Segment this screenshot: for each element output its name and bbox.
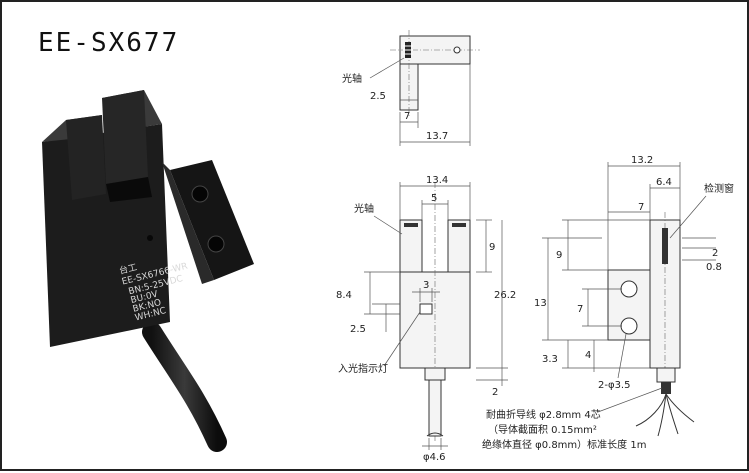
front-dim: 2 (492, 387, 498, 398)
front-fork-right (447, 219, 471, 273)
detection-window (662, 228, 668, 264)
front-dim: 13.4 (426, 175, 448, 186)
front-dim: 3 (423, 280, 429, 291)
front-dim: 5 (431, 193, 437, 204)
sensor-fork-right (102, 90, 148, 184)
cable-note-line3: 绝缘体直径 φ0.8mm）标准长度 1m (482, 438, 646, 451)
side-dim: 2 (712, 248, 718, 259)
top-dim: 7 (404, 111, 410, 122)
detection-window-label: 检测窗 (704, 182, 734, 195)
sensor-photo: 台工 EE-SX6766-WR BN:5-25VDC BU:0V BK:NO W… (42, 90, 254, 452)
side-dim: 4 (585, 350, 591, 361)
front-dim: 8.4 (336, 290, 352, 301)
side-hole-bottom (620, 317, 638, 335)
flange-hole-bottom (207, 235, 225, 253)
side-dim: 13 (534, 298, 547, 309)
cable-note-line1: 耐曲折导线 φ2.8mm 4芯 (486, 408, 601, 421)
front-view: 光轴 入光指示灯 13.4 5 9 26.2 (336, 175, 516, 463)
side-dim: 9 (556, 250, 562, 261)
flange-hole-top (191, 185, 209, 203)
side-view: 13.2 6.4 检测窗 7 9 13 7 (534, 155, 734, 437)
sensor-slot (106, 177, 152, 202)
front-indicator (419, 303, 433, 315)
front-dim: φ4.6 (423, 452, 446, 463)
front-fork-left (399, 219, 423, 273)
front-dim: 9 (489, 242, 495, 253)
top-dim: 2.5 (370, 91, 386, 102)
front-dim: 26.2 (494, 290, 516, 301)
sensor-fork-left (66, 115, 106, 200)
front-cable (428, 379, 442, 437)
cable-note: 耐曲折导线 φ2.8mm 4芯 （导体截面积 0.15mm² 绝缘体直径 φ0.… (482, 387, 663, 451)
top-dim: 13.7 (426, 131, 448, 142)
indicator-label: 入光指示灯 (338, 362, 388, 375)
front-dim: 2.5 (350, 324, 366, 335)
side-dim: 6.4 (656, 177, 672, 188)
side-dim: 7 (577, 304, 583, 315)
product-title: EE-SX677 (38, 28, 180, 58)
side-hole-top (620, 280, 638, 298)
side-dim-holes: 2-φ3.5 (598, 380, 630, 391)
top-view: 光轴 2.5 7 13.7 (342, 30, 480, 146)
sensor-cable (142, 322, 227, 452)
sensor-flange (170, 160, 254, 280)
front-optical-axis-label: 光轴 (354, 202, 374, 215)
side-dim: 3.3 (542, 354, 558, 365)
side-dim: 13.2 (631, 155, 653, 166)
side-dim: 7 (638, 202, 644, 213)
cable-note-line2: （导体截面积 0.15mm² (488, 423, 597, 436)
side-dim: 0.8 (706, 262, 722, 273)
top-optical-axis-label: 光轴 (342, 72, 362, 85)
